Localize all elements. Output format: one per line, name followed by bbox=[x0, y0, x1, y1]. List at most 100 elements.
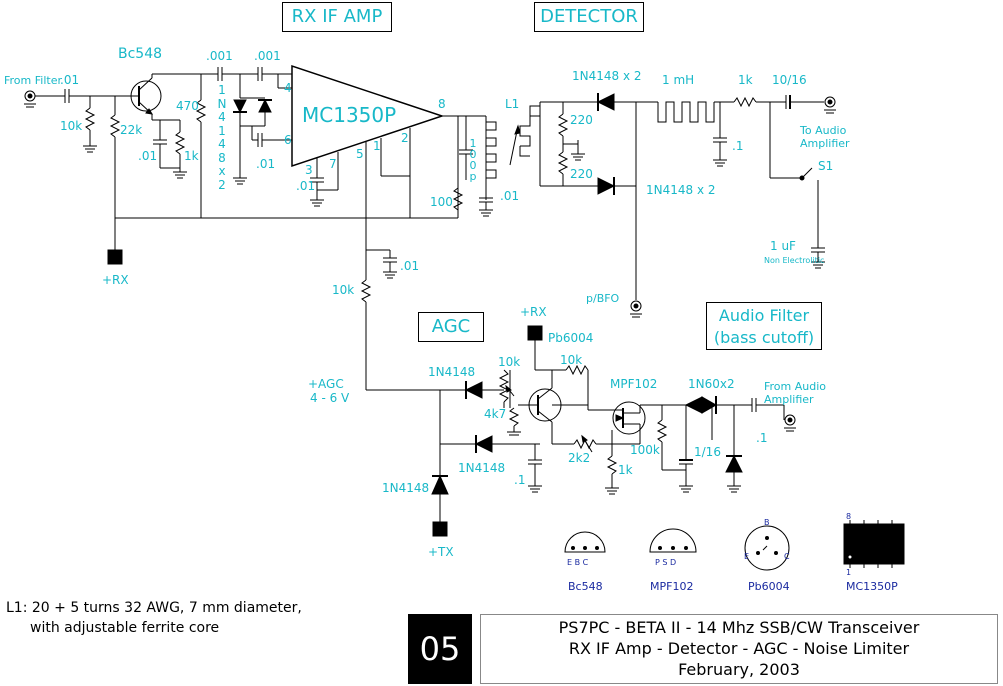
from-filter-label: From Filter bbox=[4, 74, 62, 87]
pb6004-package-label: Pb6004 bbox=[748, 580, 790, 593]
l1-coil bbox=[486, 121, 497, 179]
inductor-1mh-label: 1 mH bbox=[662, 73, 695, 87]
pb6004-pin-b: B bbox=[764, 518, 770, 527]
mc1350p-pin-bottom: 1 bbox=[846, 568, 852, 577]
to-audio-amp-label-2: Amplifier bbox=[800, 137, 850, 150]
resistor-1k-out bbox=[733, 96, 757, 108]
bc548-label: Bc548 bbox=[118, 46, 163, 62]
plus-rx-mid-terminal bbox=[527, 325, 543, 341]
fet-arrow bbox=[615, 414, 625, 422]
mpf102-package-label: MPF102 bbox=[650, 580, 694, 593]
pb6004-pin-c: C bbox=[784, 552, 790, 561]
bfo-label: p/BFO bbox=[586, 292, 620, 305]
resistor-10k-agc bbox=[360, 279, 372, 303]
plus-tx-label: +TX bbox=[428, 545, 454, 559]
plus-agc-label-1: +AGC bbox=[308, 377, 344, 391]
r-100k-label: 100k bbox=[630, 443, 660, 457]
resistor-220-a bbox=[557, 113, 569, 137]
c-l1-label: .01 bbox=[500, 189, 520, 203]
package-pb6004 bbox=[744, 525, 790, 571]
ic-pin-4: 4 bbox=[284, 81, 292, 95]
diode-detector-top bbox=[596, 93, 615, 111]
capacitor-001-a bbox=[217, 67, 223, 81]
note-line-2: with adjustable ferrite core bbox=[30, 620, 220, 636]
d-agc-3-label: 1N4148 bbox=[382, 481, 430, 495]
bfo-connector bbox=[630, 300, 642, 312]
d-agc-1-label: 1N4148 bbox=[428, 365, 476, 379]
ic-pin-7: 7 bbox=[329, 157, 337, 171]
c-pin6-label: .01 bbox=[256, 157, 276, 171]
ic-pin-3: 3 bbox=[305, 163, 313, 177]
from-audio-label-1: From Audio bbox=[764, 380, 827, 393]
d-agc-2-label: 1N4148 bbox=[458, 461, 506, 475]
l1-label: L1 bbox=[505, 97, 520, 111]
package-mpf102 bbox=[649, 528, 697, 553]
package-mc1350p bbox=[843, 520, 905, 568]
mpf102-label: MPF102 bbox=[610, 377, 658, 391]
c-det-label: .1 bbox=[732, 139, 744, 153]
audio-filter-line2: (bass cutoff) bbox=[713, 328, 815, 347]
c-pin3-label: .01 bbox=[296, 179, 316, 193]
resistor-100 bbox=[452, 187, 464, 211]
diode-agc-mid bbox=[474, 435, 493, 453]
s1-label: S1 bbox=[818, 159, 834, 173]
c-001b-label: .001 bbox=[254, 49, 281, 63]
package-bc548 bbox=[564, 531, 606, 553]
ic-pin-1: 1 bbox=[373, 139, 381, 153]
mc1350p-package-label: MC1350P bbox=[846, 580, 898, 593]
ic-pin-6: 6 bbox=[284, 133, 292, 147]
capacitor-10-16 bbox=[785, 95, 791, 109]
bc548-package-label: Bc548 bbox=[568, 580, 603, 593]
resistor-10k-b bbox=[565, 364, 589, 376]
pb6004-pin-e: E bbox=[744, 552, 750, 561]
r-4k7-label: 4k7 bbox=[484, 407, 507, 421]
title-line-2: RX IF Amp - Detector - AGC - Noise Limit… bbox=[568, 639, 910, 658]
diode-1n60-b bbox=[725, 454, 743, 473]
r-220a-label: 220 bbox=[570, 113, 593, 127]
input-capacitor bbox=[64, 89, 70, 103]
r-10k-b-label: 10k bbox=[560, 353, 583, 367]
input-connector bbox=[24, 90, 36, 108]
r-22k-label: 22k bbox=[120, 123, 143, 137]
audio-out-connector bbox=[824, 96, 836, 108]
page-number: 05 bbox=[408, 614, 472, 684]
c-10-16-label: 10/16 bbox=[772, 73, 807, 87]
plus-rx-left-label: +RX bbox=[102, 273, 129, 287]
r-220b-label: 220 bbox=[570, 167, 593, 181]
from-audio-label-2: Amplifier bbox=[764, 393, 814, 406]
c-emit-label: .01 bbox=[138, 149, 158, 163]
inductor-1mh bbox=[657, 101, 715, 123]
audio-filter-line1: Audio Filter bbox=[718, 306, 810, 325]
agc-title: AGC bbox=[418, 312, 484, 342]
mc1350p-triangle bbox=[291, 64, 445, 168]
resistor-10k-input bbox=[84, 107, 96, 131]
c-1-16-label: 1/16 bbox=[694, 445, 721, 459]
r-1k-out-label: 1k bbox=[738, 73, 753, 87]
resistor-470 bbox=[195, 99, 207, 123]
r-1k-b-label: 1k bbox=[618, 463, 633, 477]
diode-agc-top bbox=[464, 381, 483, 399]
r-agc-10k-label: 10k bbox=[332, 283, 355, 297]
audio-in-connector bbox=[784, 414, 796, 426]
r-2k2-label: 2k2 bbox=[568, 451, 591, 465]
r-emit-label: 1k bbox=[184, 149, 199, 163]
title-line-3: February, 2003 bbox=[678, 660, 800, 679]
r-100-label: 100 bbox=[430, 195, 453, 209]
rx-if-amp-title: RX IF AMP bbox=[282, 2, 392, 32]
pot-10k bbox=[498, 369, 510, 403]
pb6004-label: Pb6004 bbox=[548, 331, 594, 345]
capacitor-audio-in bbox=[751, 398, 757, 412]
title-block: PS7PC - BETA II - 14 Mhz SSB/CW Transcei… bbox=[480, 614, 998, 684]
capacitor-01-pin6 bbox=[257, 133, 263, 147]
diode-1n60-a bbox=[684, 396, 703, 414]
resistor-220-b bbox=[557, 151, 569, 175]
diode-right bbox=[258, 98, 272, 113]
c-audio-in-label: .1 bbox=[756, 431, 768, 445]
diode-1n60-a2 bbox=[701, 396, 718, 414]
resistor-1k-b bbox=[606, 455, 618, 475]
plus-tx-terminal bbox=[432, 521, 448, 537]
non-electrolytic-label: Non Electrolitic bbox=[764, 256, 825, 265]
mpf102-pins-label: P S D bbox=[655, 558, 677, 567]
resistor-100k bbox=[656, 419, 668, 443]
